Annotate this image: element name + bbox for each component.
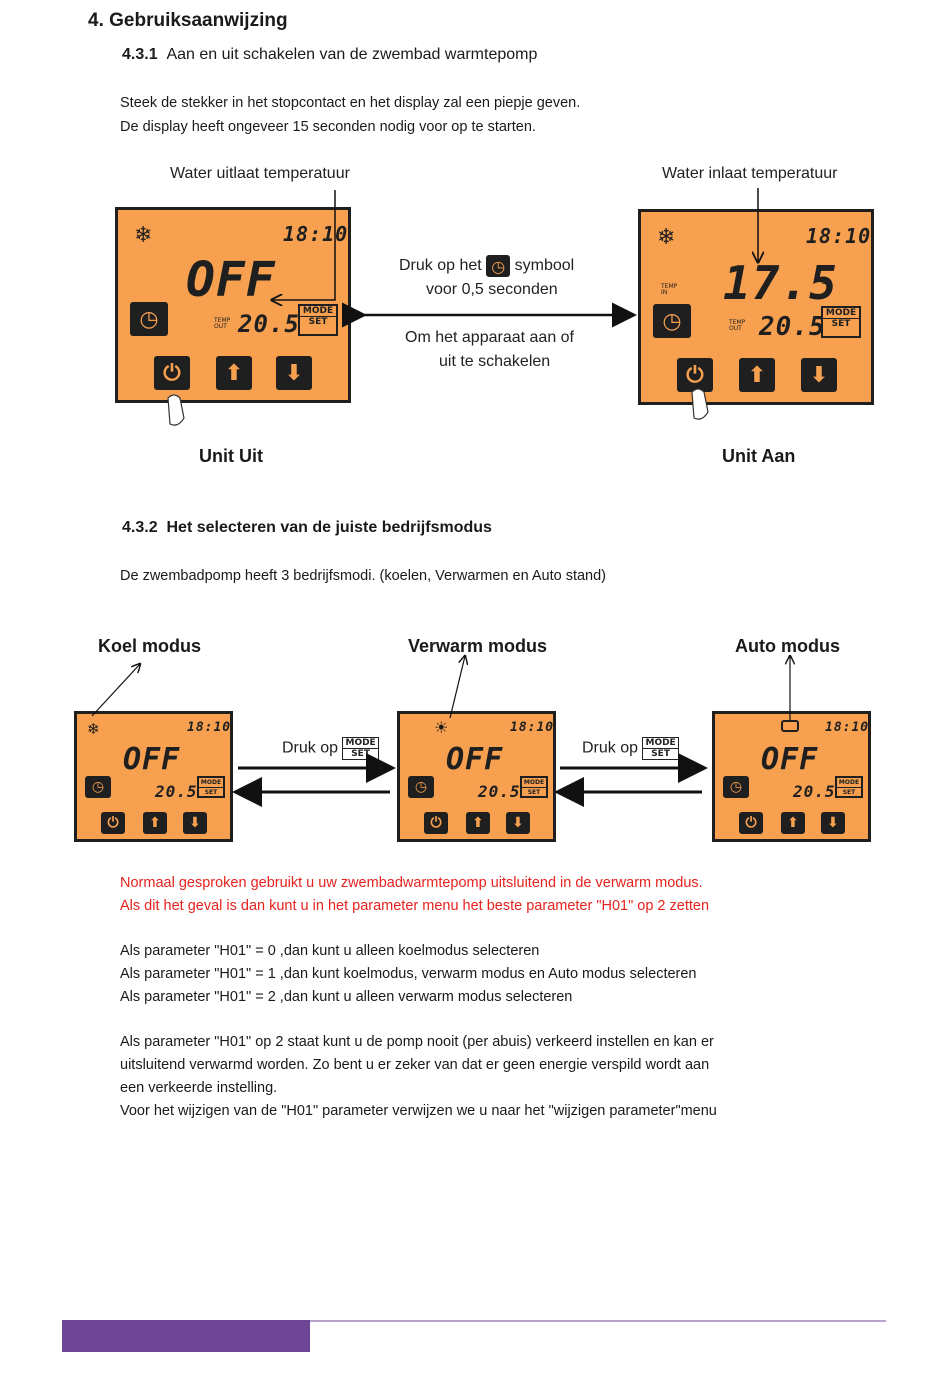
lcd-off-text: OFF <box>761 742 819 777</box>
section-number: 4.3.2 <box>122 519 158 536</box>
lcd-outlet-temp: 20.5 <box>478 782 521 801</box>
timer-button[interactable]: ◷ <box>723 776 749 798</box>
param-line-1: Als parameter "H01" = 0 ,dan kunt u alle… <box>120 943 540 959</box>
power-button[interactable]: ⏻ <box>739 812 763 834</box>
hand-pointer-icon <box>691 388 709 420</box>
section-title: Het selecteren van de juiste bedrijfsmod… <box>166 519 492 536</box>
up-button[interactable]: ⬆ <box>781 812 805 834</box>
down-button[interactable]: ⬇ <box>276 356 312 390</box>
timer-button[interactable]: ◷ <box>130 302 168 336</box>
section-4-3-2-heading: 4.3.2 Het selecteren van de juiste bedri… <box>122 519 492 537</box>
footer-bar <box>62 1320 310 1352</box>
section-4-3-1-heading: 4.3.1 Aan en uit schakelen van de zwemba… <box>122 46 537 64</box>
up-button[interactable]: ⬆ <box>143 812 167 834</box>
snowflake-icon: ❄ <box>87 721 100 738</box>
lcd-inlet-temp: 17.5 <box>723 256 838 310</box>
lcd-outlet-temp: 20.5 <box>155 782 198 801</box>
intro-line-2: De display heeft ongeveer 15 seconden no… <box>120 119 536 135</box>
snowflake-icon: ❄ <box>657 224 676 249</box>
heat-pointer <box>449 656 465 719</box>
unit-celsius: °C <box>817 276 828 286</box>
auto-mode-icon <box>781 720 799 732</box>
mode-heat-label: Verwarm modus <box>408 636 548 656</box>
body-line-1: Als parameter "H01" op 2 staat kunt u de… <box>120 1034 714 1050</box>
unit-on-label: Unit Aan <box>722 446 796 466</box>
cool-pointer <box>91 664 140 717</box>
lcd-outlet-temp: 20.5 <box>793 782 836 801</box>
section-title: Aan en uit schakelen van de zwembad warm… <box>166 46 538 63</box>
body-line-3: een verkeerde instelling. <box>120 1080 278 1096</box>
modes-intro: De zwembadpomp heeft 3 bedrijfsmodi. (ko… <box>120 568 607 584</box>
body-line-4: Voor het wijzigen van de "H01" parameter… <box>120 1103 717 1119</box>
lcd-off-text: OFF <box>123 742 181 777</box>
down-button[interactable]: ⬇ <box>801 358 837 392</box>
up-button[interactable]: ⬆ <box>739 358 775 392</box>
up-button[interactable]: ⬆ <box>466 812 490 834</box>
press-instruction: Druk op het ◷ symbool <box>399 255 575 277</box>
timer-button[interactable]: ◷ <box>85 776 111 798</box>
chapter-heading: 4. Gebruiksaanwijzing <box>88 10 288 31</box>
down-button[interactable]: ⬇ <box>506 812 530 834</box>
press-duration: voor 0,5 seconden <box>426 281 558 298</box>
timer-icon: ◷ <box>486 255 511 277</box>
param-line-3: Als parameter "H01" = 2 ,dan kunt u alle… <box>120 989 573 1005</box>
outlet-pointer <box>272 190 336 300</box>
lcd-clock: 18:10 <box>825 720 870 735</box>
section-number: 4.3.1 <box>122 46 158 63</box>
red-note-line-1: Normaal gesproken gebruikt u uw zwembadw… <box>120 875 703 891</box>
lcd-off-text: OFF <box>186 252 276 308</box>
label-inlet-temperature: Water inlaat temperatuur <box>662 165 838 182</box>
power-button[interactable]: ⏻ <box>154 356 190 390</box>
hand-pointer-icon <box>167 394 185 426</box>
lcd-clock: 18:10 <box>187 720 232 735</box>
snowflake-icon: ❄ <box>134 222 153 247</box>
lcd-off-text: OFF <box>446 742 504 777</box>
lcd-clock: 18:10 <box>806 224 872 248</box>
red-note-line-2: Als dit het geval is dan kunt u in het p… <box>120 898 710 914</box>
sun-icon: ☀ <box>434 720 449 737</box>
timer-button[interactable]: ◷ <box>653 304 691 338</box>
mode-auto-label: Auto modus <box>735 636 840 656</box>
param-line-2: Als parameter "H01" = 1 ,dan kunt koelmo… <box>120 966 697 982</box>
lcd-clock: 18:10 <box>510 720 555 735</box>
lcd-outlet-temp: 20.5 <box>759 312 826 342</box>
down-button[interactable]: ⬇ <box>821 812 845 834</box>
power-button[interactable]: ⏻ <box>101 812 125 834</box>
down-button[interactable]: ⬇ <box>183 812 207 834</box>
intro-line-1: Steek de stekker in het stopcontact en h… <box>120 95 581 111</box>
body-line-2: uitsluitend verwarmd worden. Zo bent u e… <box>120 1057 710 1073</box>
power-button[interactable]: ⏻ <box>677 358 713 392</box>
label-outlet-temperature: Water uitlaat temperatuur <box>170 165 350 182</box>
lcd-clock: 18:10 <box>283 222 349 246</box>
action-line-1: Om het apparaat aan of <box>405 329 574 346</box>
power-button[interactable]: ⏻ <box>424 812 448 834</box>
up-button[interactable]: ⬆ <box>216 356 252 390</box>
unit-off-label: Unit Uit <box>199 446 263 466</box>
timer-button[interactable]: ◷ <box>408 776 434 798</box>
mode-cool-label: Koel modus <box>98 636 202 656</box>
lcd-outlet-temp: 20.5 <box>238 310 300 338</box>
action-line-2: uit te schakelen <box>439 353 551 370</box>
